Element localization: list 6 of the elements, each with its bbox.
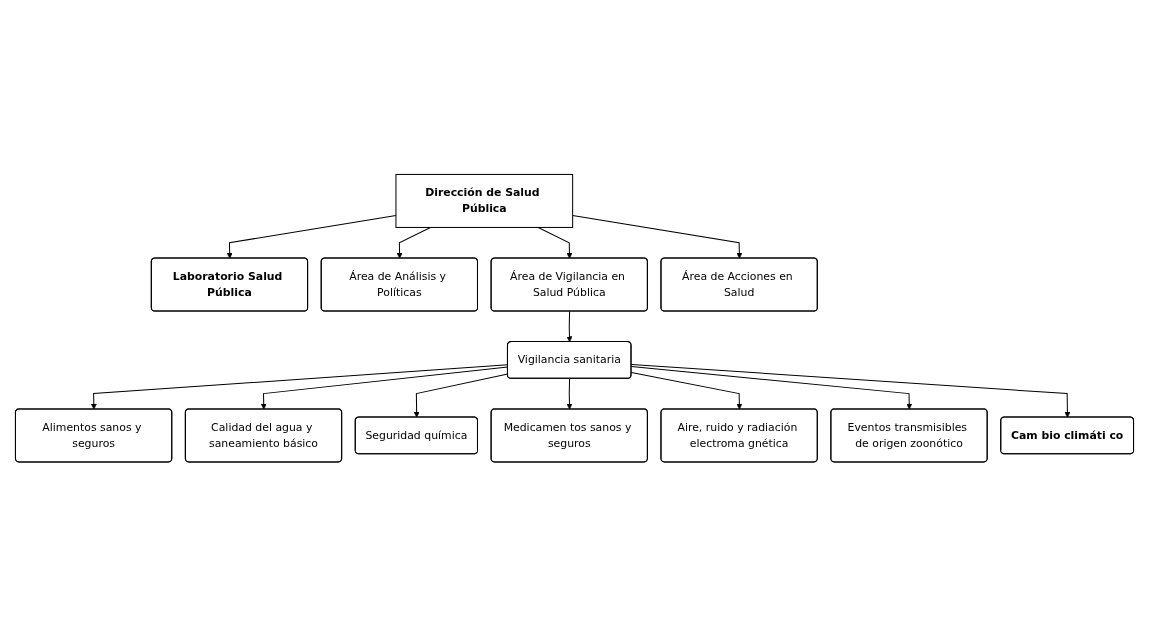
arrow [537, 227, 573, 259]
arrow [566, 378, 573, 410]
arrow [566, 311, 573, 343]
arrow [572, 215, 743, 259]
arrow [396, 227, 431, 259]
node-box: Dirección de Salud Pública [395, 174, 574, 229]
